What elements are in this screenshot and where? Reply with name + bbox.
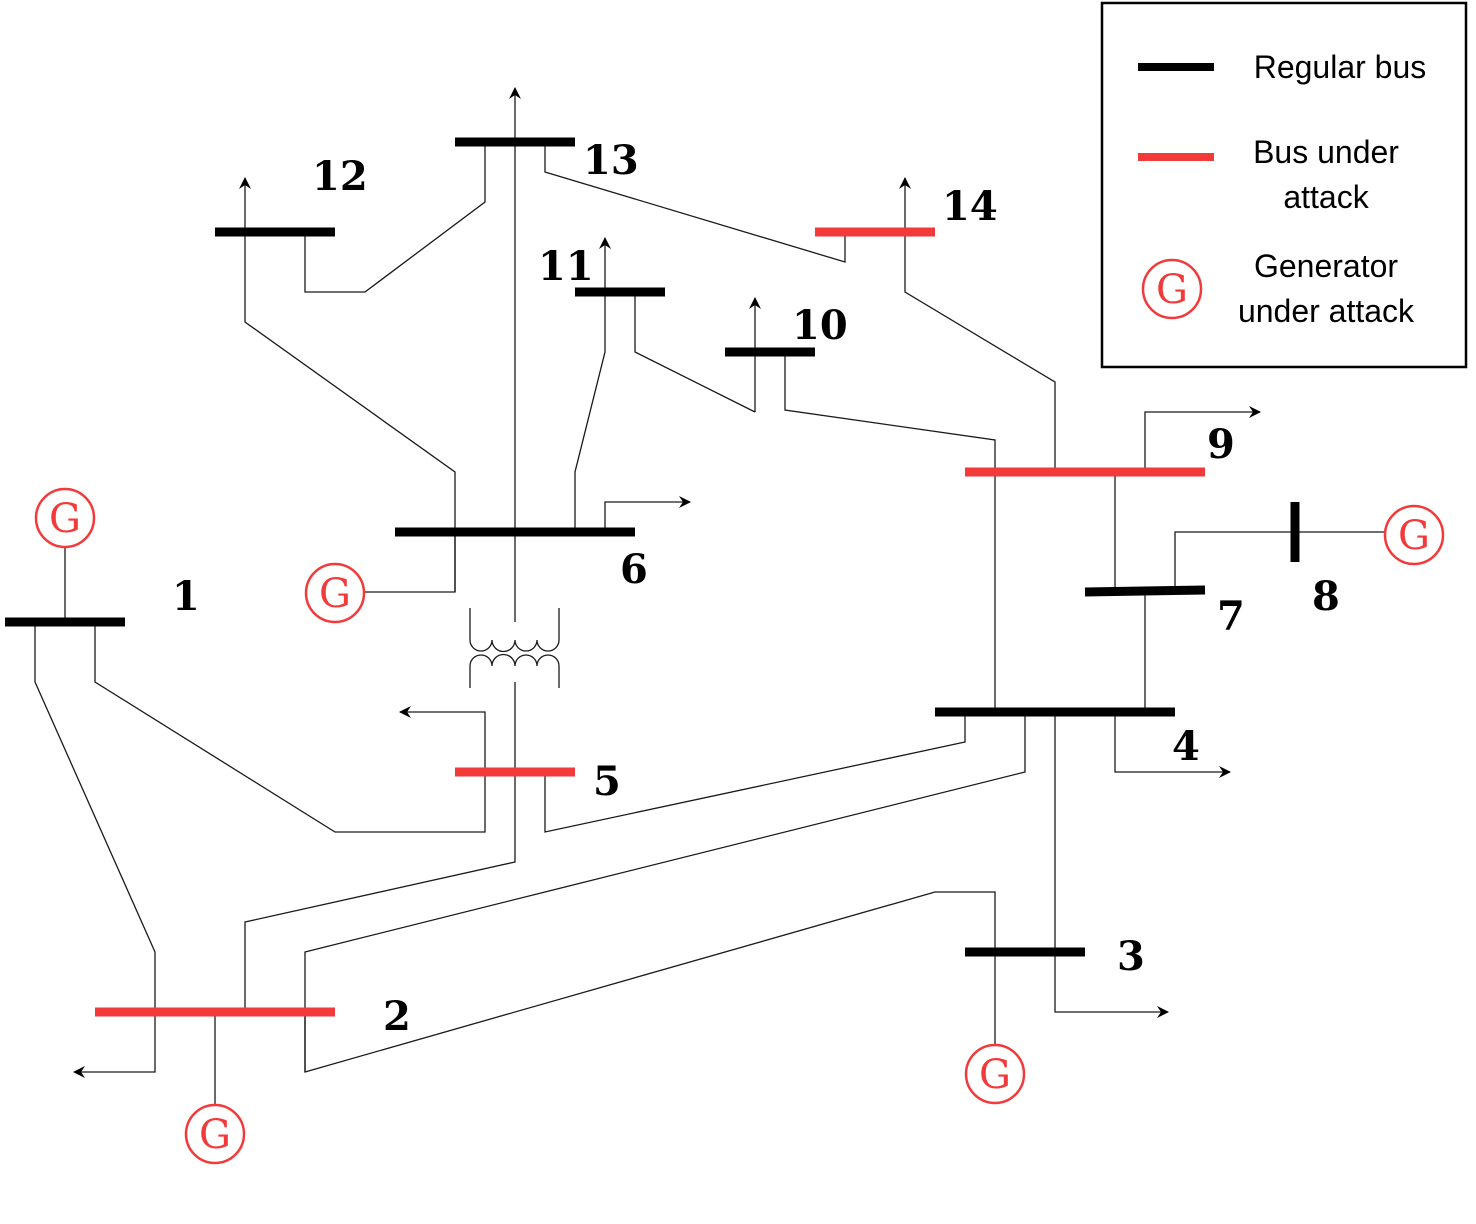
bus-label-13: 13: [583, 137, 639, 184]
bus-labels: 1 2 3 4 5 6 7 8 9 10 11 12 13 14: [172, 137, 1340, 1040]
legend-generator-line1: Generator: [1254, 248, 1398, 284]
line-3-4: [1054, 712, 1169, 1018]
bus-label-7: 7: [1217, 593, 1245, 640]
line-7-8: [1174, 531, 1295, 592]
line-4-load: [1114, 712, 1231, 778]
line-6-load: [604, 496, 691, 532]
bus-label-8: 8: [1312, 573, 1340, 620]
bus-label-10: 10: [792, 302, 848, 349]
line-9-load: [1144, 406, 1261, 472]
generator-bus-1-icon: G: [34, 487, 96, 549]
bus-label-3: 3: [1117, 933, 1145, 980]
line-1-5: [94, 622, 486, 833]
line-12-13: [304, 142, 486, 293]
line-2-4: [304, 712, 1026, 1072]
buses: [5, 137, 1300, 1017]
generator-circle: [304, 562, 366, 624]
generator-bus-2-icon: G: [184, 1103, 246, 1165]
generator-symbol: G: [1156, 267, 1188, 313]
legend-bus-under-attack-line1: Bus under: [1253, 134, 1399, 170]
generator-circle: [184, 1103, 246, 1165]
generator-circle: [34, 487, 96, 549]
line-11-10: [634, 292, 756, 413]
line-4-5: [544, 712, 966, 833]
line-1-2: [34, 622, 156, 1078]
generator-symbol: G: [319, 571, 351, 617]
bus-label-12: 12: [312, 153, 368, 200]
legend-generator-line2: under attack: [1238, 293, 1415, 329]
generator-circle: [1383, 504, 1445, 566]
legend-generator-icon: G: [1141, 258, 1203, 320]
line-2-3: [304, 891, 996, 1073]
generator-bus-3-icon: G: [964, 1043, 1026, 1105]
generator-symbol: G: [199, 1112, 231, 1158]
legend-bus-under-attack-line2: attack: [1283, 179, 1369, 215]
bus-7: [1084, 585, 1206, 597]
legend: Regular bus Bus under attack G Generator…: [1100, 1, 1468, 369]
generator-symbol: G: [1398, 513, 1430, 559]
line-6-gen: [365, 532, 456, 593]
bus-label-11: 11: [538, 243, 594, 290]
line-4-9: [784, 352, 996, 712]
bus-label-2: 2: [383, 993, 411, 1040]
bus-label-9: 9: [1207, 421, 1235, 468]
generator-bus-8-icon: G: [1383, 504, 1445, 566]
bus-label-4: 4: [1172, 723, 1200, 770]
bus-label-1: 1: [172, 573, 200, 620]
transmission-lines: [34, 87, 1385, 1105]
generator-circle: [964, 1043, 1026, 1105]
generator-bus-6-icon: G: [304, 562, 366, 624]
generator-circle: [1141, 258, 1203, 320]
generator-symbol: G: [979, 1052, 1011, 1098]
generators: G G G G G: [34, 487, 1445, 1165]
legend-regular-bus-label: Regular bus: [1254, 49, 1427, 85]
legend-generator-symbol-icon: G: [1141, 258, 1203, 320]
line-13-14: [544, 142, 846, 263]
line-2-5: [244, 682, 516, 1012]
bus-label-5: 5: [593, 758, 621, 805]
transformer: [469, 608, 560, 688]
bus-label-6: 6: [620, 546, 648, 593]
generator-symbol: G: [49, 496, 81, 542]
bus-label-14: 14: [942, 183, 998, 230]
